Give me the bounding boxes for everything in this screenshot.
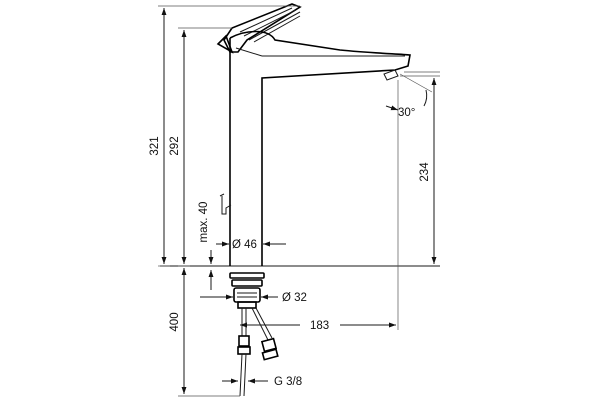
label-base-diameter: Ø 46 [232,239,257,251]
label-spout-clearance: 234 [419,162,431,182]
label-below-height: 400 [169,312,181,331]
dimension-spout-angle [385,71,440,111]
label-thread-diameter: Ø 32 [282,292,307,304]
supply-hoses [237,307,279,397]
label-total-height: 321 [149,136,161,155]
label-connection: G 3/8 [274,376,302,388]
faucet-body [219,30,411,266]
threaded-shank [229,272,265,309]
dimension-spout-clearance [400,75,440,264]
dimension-spout-reach [240,80,399,330]
dimension-spout-height [178,27,232,264]
label-max-plate: max. 40 [198,202,210,243]
label-spout-reach: 183 [310,320,329,332]
dimension-total-height [158,5,300,267]
label-spout-angle: 30° [398,107,415,119]
label-spout-height: 292 [169,136,181,155]
dimension-below-height [178,265,240,397]
